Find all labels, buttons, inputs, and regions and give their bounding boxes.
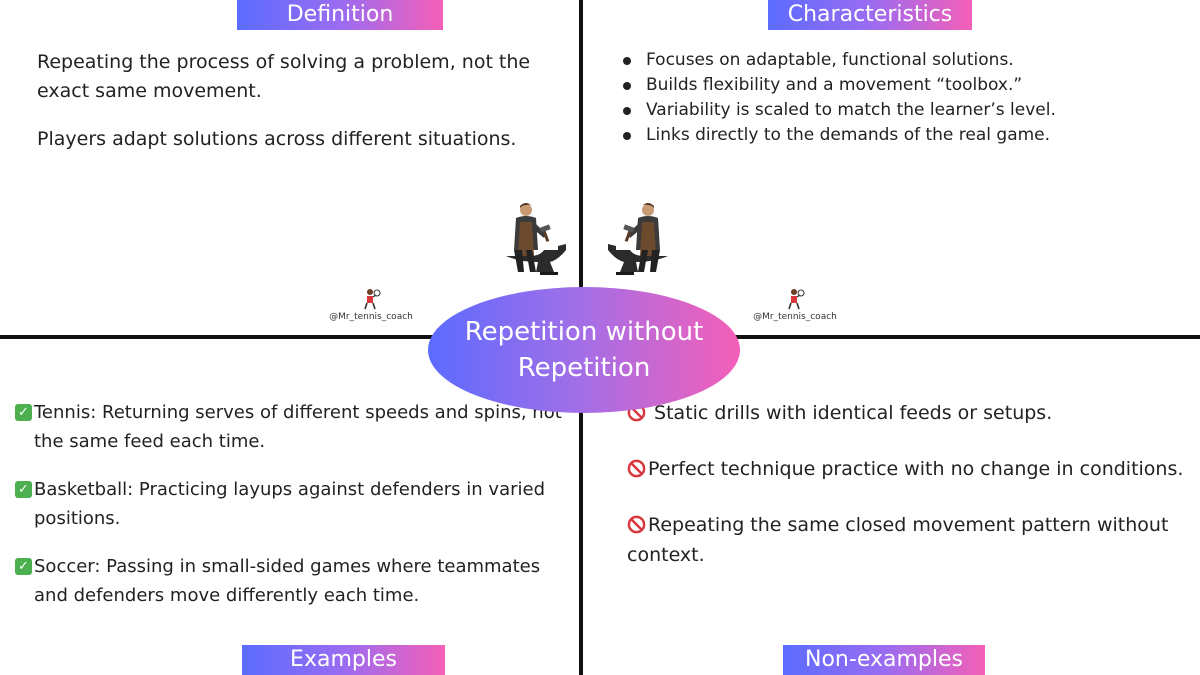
prohibited-icon: [627, 515, 646, 534]
definition-paragraph: Players adapt solutions across different…: [37, 128, 517, 150]
watermark: @Mr_tennis_coach: [321, 288, 421, 322]
list-item: Repeating the same closed movement patte…: [627, 510, 1187, 570]
non-example-text: Perfect technique practice with no chang…: [648, 458, 1184, 480]
list-item: Perfect technique practice with no chang…: [627, 454, 1187, 484]
tennis-player-icon: [364, 289, 381, 310]
check-mark-icon: ✓: [15, 404, 32, 421]
watermark-handle: @Mr_tennis_coach: [753, 312, 837, 322]
list-item: ✓ Soccer: Passing in small-sided games w…: [15, 552, 570, 610]
watermark: @Mr_tennis_coach: [745, 288, 845, 322]
definition-paragraph: Repeating the process of solving a probl…: [37, 51, 531, 102]
check-mark-icon: ✓: [15, 481, 32, 498]
non-example-text: Repeating the same closed movement patte…: [627, 514, 1169, 566]
definition-text: Repeating the process of solving a probl…: [37, 48, 537, 173]
watermark-handle: @Mr_tennis_coach: [329, 312, 413, 322]
list-item: Static drills with identical feeds or se…: [627, 398, 1187, 428]
list-item: Links directly to the demands of the rea…: [618, 123, 1188, 148]
list-item: Builds flexibility and a movement “toolb…: [618, 73, 1188, 98]
list-item: Variability is scaled to match the learn…: [618, 98, 1188, 123]
examples-label: Examples: [242, 645, 445, 675]
characteristics-label: Characteristics: [768, 0, 972, 30]
non-example-text: Static drills with identical feeds or se…: [648, 402, 1053, 424]
center-title-ellipse: Repetition without Repetition: [428, 287, 740, 413]
list-item: Focuses on adaptable, functional solutio…: [618, 48, 1188, 73]
example-text: Basketball: Practicing layups against de…: [34, 479, 545, 529]
examples-list: ✓ Tennis: Returning serves of different …: [15, 398, 570, 629]
example-text: Soccer: Passing in small-sided games whe…: [34, 556, 541, 606]
definition-label: Definition: [237, 0, 443, 30]
tennis-player-icon: [788, 289, 805, 310]
check-mark-icon: ✓: [15, 558, 32, 575]
non-examples-label: Non-examples: [783, 645, 985, 675]
list-item: ✓ Tennis: Returning serves of different …: [15, 398, 570, 456]
prohibited-icon: [627, 459, 646, 478]
list-item: ✓ Basketball: Practicing layups against …: [15, 475, 570, 533]
center-title: Repetition without Repetition: [464, 317, 704, 383]
example-text: Tennis: Returning serves of different sp…: [34, 402, 562, 452]
non-examples-list: Static drills with identical feeds or se…: [627, 398, 1187, 596]
blacksmith-anvil-icon: [608, 203, 668, 275]
characteristics-list: Focuses on adaptable, functional solutio…: [618, 48, 1188, 148]
blacksmith-anvil-icon: [506, 203, 566, 275]
